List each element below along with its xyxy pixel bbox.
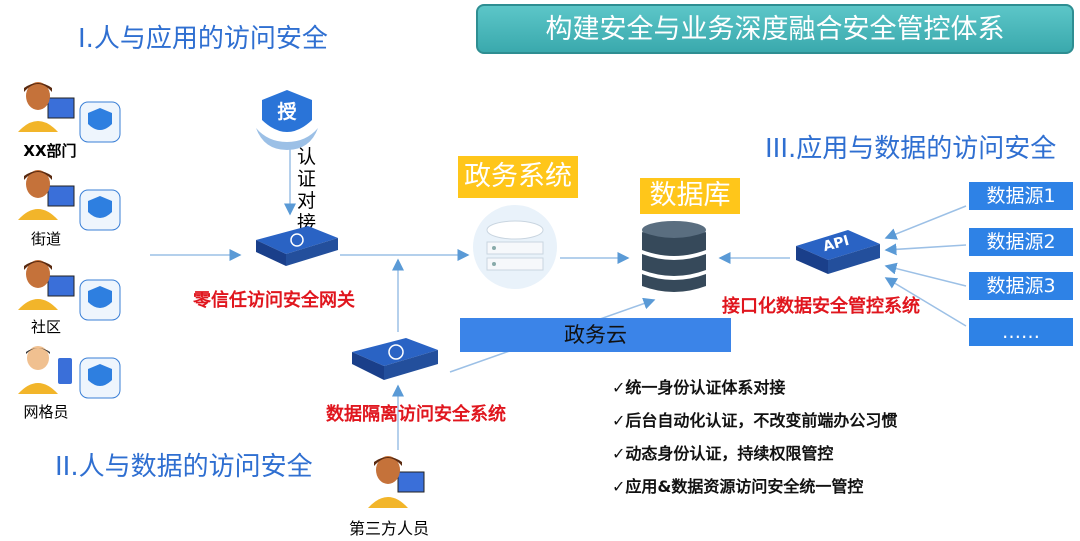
user-label-grid-worker: 网格员: [23, 403, 69, 421]
api-system-label: 接口化数据安全管控系统: [722, 296, 920, 317]
data-source-more: ……: [969, 318, 1073, 346]
data-source-2: 数据源2: [969, 228, 1073, 256]
auth-shield-icon: [256, 90, 318, 150]
isolation-device-icon: [352, 338, 438, 380]
gov-system-server-icon: [473, 205, 557, 289]
data-source-1: 数据源1: [969, 182, 1073, 210]
third-party-avatar-icon: [368, 456, 425, 508]
isolation-label: 数据隔离访问安全系统: [326, 404, 506, 425]
api-device-icon: [796, 230, 880, 274]
gov-cloud-bar: 政务云: [460, 318, 731, 352]
user-avatar-grid-worker-icon: [18, 346, 121, 399]
third-party-label: 第三方人员: [349, 519, 430, 538]
database-icon: [642, 221, 706, 292]
user-label-dept: XX部门: [23, 142, 77, 160]
feature-item: ✓动态身份认证，持续权限管控: [612, 444, 834, 463]
feature-item: ✓后台自动化认证，不改变前端办公习惯: [612, 411, 898, 430]
user-avatar-community-icon: [18, 260, 121, 321]
section-2-heading: II.人与数据的访问安全: [55, 452, 313, 482]
gov-system-box: 政务系统: [458, 156, 578, 198]
auth-connect-label: 认证对接: [297, 146, 317, 234]
section-3-heading: III.应用与数据的访问安全: [765, 134, 1057, 164]
user-avatar-street-icon: [18, 170, 121, 231]
feature-item: ✓应用&数据资源访问安全统一管控: [612, 477, 864, 496]
database-box: 数据库: [640, 178, 740, 214]
gateway-label: 零信任访问安全网关: [193, 290, 355, 311]
feature-item: ✓统一身份认证体系对接: [612, 378, 786, 397]
user-avatar-dept-icon: [18, 82, 121, 143]
feature-list: ✓统一身份认证体系对接 ✓后台自动化认证，不改变前端办公习惯 ✓动态身份认证，持…: [612, 374, 897, 506]
auth-badge-text: 授: [277, 101, 297, 123]
user-label-community: 社区: [30, 318, 61, 336]
gateway-device-icon: [256, 226, 338, 266]
section-1-heading: I.人与应用的访问安全: [78, 24, 328, 54]
data-source-3: 数据源3: [969, 272, 1073, 300]
diagram-title: 构建安全与业务深度融合安全管控体系: [476, 4, 1074, 54]
user-label-street: 街道: [30, 230, 61, 248]
